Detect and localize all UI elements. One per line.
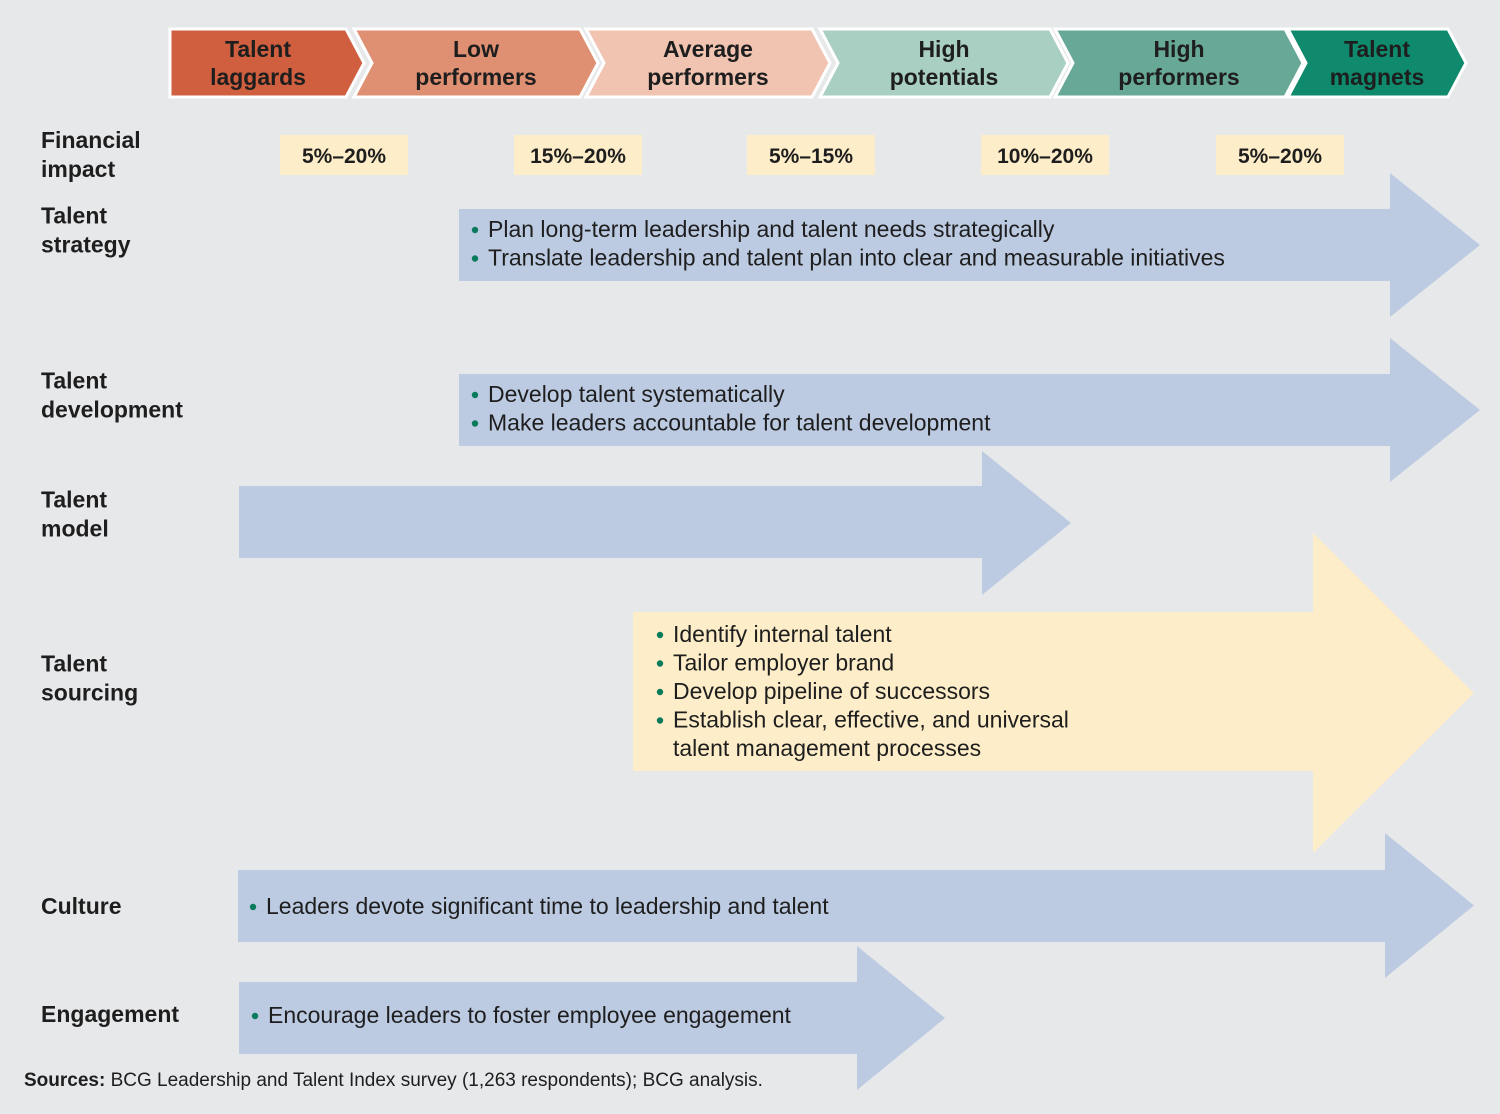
engagement-label-0: Engagement xyxy=(41,1001,179,1027)
stage-chevron-2 xyxy=(583,27,832,99)
stage-label-3-0: High xyxy=(918,36,969,62)
talent-sourcing-bullet-3-0: Establish clear, effective, and universa… xyxy=(673,707,1069,733)
talent-development-arrow xyxy=(459,338,1480,482)
stage-chevron-4 xyxy=(1052,27,1305,99)
impact-box-2 xyxy=(747,135,875,175)
impact-box-0 xyxy=(280,135,408,175)
impact-value-4: 5%–20% xyxy=(1238,145,1322,168)
stage-chevron-3 xyxy=(817,27,1070,99)
stage-chevron-5 xyxy=(1285,27,1468,99)
stage-label-5-0: Talent xyxy=(1344,36,1410,62)
talent-strategy-bullet-0-0: Plan long-term leadership and talent nee… xyxy=(488,216,1055,242)
talent-strategy-label-0: Talent xyxy=(41,203,107,229)
impact-value-3: 10%–20% xyxy=(997,145,1093,168)
talent-sourcing-bullet-1-0: Tailor employer brand xyxy=(673,650,894,676)
talent-sourcing-bullet-dot-0 xyxy=(656,631,664,639)
culture-bullet-dot-0 xyxy=(249,903,257,911)
talent-development-bullet-0-0: Develop talent systematically xyxy=(488,381,785,407)
talent-sourcing-bullet-dot-1 xyxy=(656,660,664,667)
talent-sourcing-bullet-0-0: Identify internal talent xyxy=(673,621,892,647)
talent-sourcing-bullet-3-1: talent management processes xyxy=(673,735,981,761)
impact-value-0: 5%–20% xyxy=(302,145,386,168)
sources-text: BCG Leadership and Talent Index survey (… xyxy=(105,1070,763,1091)
stage-chevron-1 xyxy=(351,27,600,99)
culture-label-0: Culture xyxy=(41,893,122,919)
talent-sourcing-bullet-dot-2 xyxy=(656,688,664,696)
talent-strategy-label-1: strategy xyxy=(41,232,131,258)
stage-label-1-0: Low xyxy=(453,36,499,62)
stage-label-1-1: performers xyxy=(415,64,536,90)
talent-sourcing-bullet-2-0: Develop pipeline of successors xyxy=(673,678,990,704)
stage-label-0-0: Talent xyxy=(225,36,291,62)
talent-sourcing-label-0: Talent xyxy=(41,651,107,677)
engagement-bullet-dot-0 xyxy=(251,1012,259,1020)
culture-bullet-0-0: Leaders devote significant time to leade… xyxy=(266,893,829,919)
talent-sourcing-arrow xyxy=(633,533,1474,853)
stage-label-2-0: Average xyxy=(663,36,753,62)
talent-model-label-0: Talent xyxy=(41,487,107,513)
talent-development-bullet-dot-1 xyxy=(471,420,479,427)
talent-development-bullet-1-0: Make leaders accountable for talent deve… xyxy=(488,410,991,436)
culture-arrow xyxy=(238,833,1474,978)
talent-strategy-bullet-dot-0 xyxy=(471,226,479,234)
engagement-bullet-0-0: Encourage leaders to foster employee eng… xyxy=(268,1002,792,1028)
sources-label: Sources: xyxy=(24,1070,106,1091)
stage-label-5-1: magnets xyxy=(1330,64,1425,90)
talent-sourcing-bullet-dot-3 xyxy=(656,717,664,724)
talent-development-label-0: Talent xyxy=(41,368,107,394)
sources-note: Sources: BCG Leadership and Talent Index… xyxy=(24,1070,763,1092)
stage-label-3-1: potentials xyxy=(890,64,999,90)
financial-impact-label-0: Financial xyxy=(41,127,141,153)
engagement-arrow xyxy=(239,946,945,1090)
talent-development-bullet-dot-0 xyxy=(471,391,479,399)
talent-strategy-arrow xyxy=(459,173,1480,317)
impact-value-1: 15%–20% xyxy=(530,145,626,168)
impact-box-3 xyxy=(981,135,1109,175)
stage-chevron-0 xyxy=(168,27,366,99)
talent-model-label-1: model xyxy=(41,516,109,542)
impact-box-4 xyxy=(1216,135,1344,175)
talent-model-arrow xyxy=(239,451,1071,595)
impact-value-2: 5%–15% xyxy=(769,145,853,168)
financial-impact-label-1: impact xyxy=(41,156,115,182)
talent-development-label-1: development xyxy=(41,397,183,423)
talent-strategy-bullet-dot-1 xyxy=(471,255,479,262)
stage-label-4-1: performers xyxy=(1118,64,1239,90)
stage-label-4-0: High xyxy=(1153,36,1204,62)
impact-box-1 xyxy=(514,135,642,175)
stage-label-2-1: performers xyxy=(647,64,768,90)
talent-strategy-bullet-1-0: Translate leadership and talent plan int… xyxy=(488,245,1225,271)
stage-label-0-1: laggards xyxy=(210,64,306,90)
talent-sourcing-label-1: sourcing xyxy=(41,680,138,706)
